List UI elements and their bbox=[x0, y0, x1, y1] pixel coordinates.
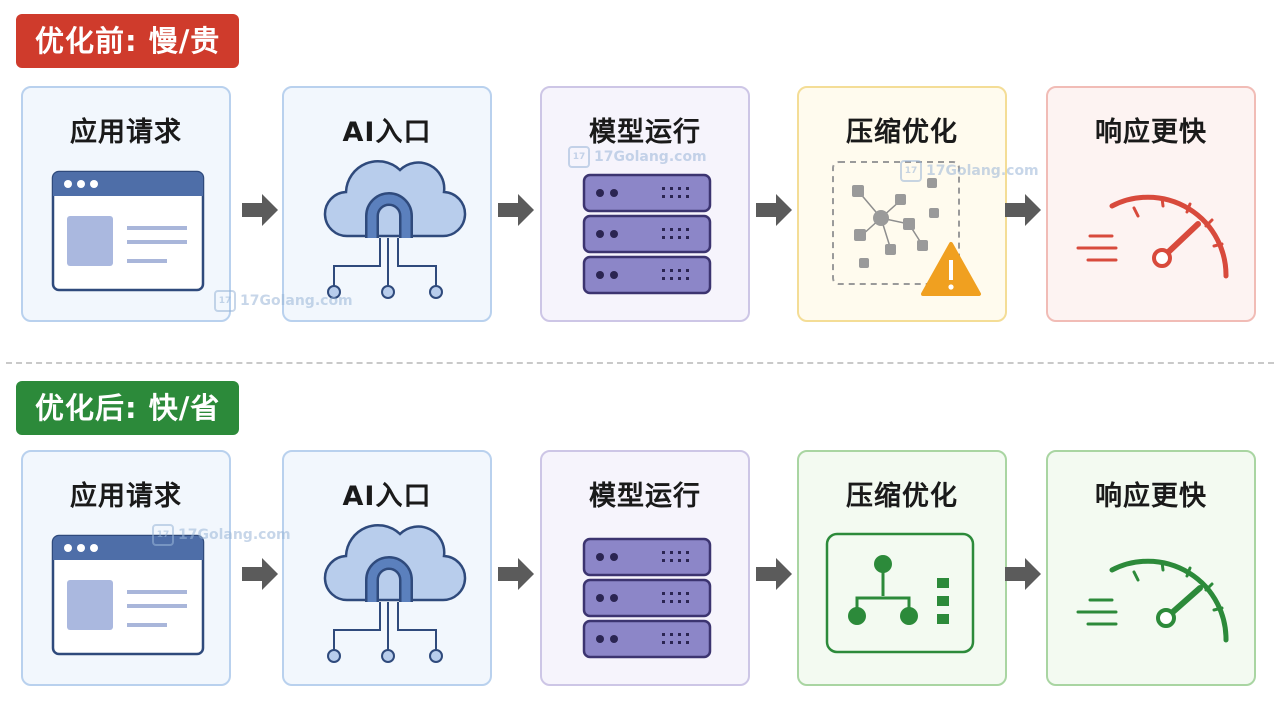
step-label: 模型运行 bbox=[589, 117, 701, 148]
step-compress-after: 压缩优化 bbox=[797, 450, 1007, 686]
scattered-nodes-warning-icon bbox=[832, 161, 981, 296]
step-label: AI入口 bbox=[342, 481, 432, 512]
step-label: 模型运行 bbox=[589, 481, 701, 512]
arrow-right-icon bbox=[242, 558, 278, 590]
server-stack-icon bbox=[582, 537, 712, 659]
step-label: 响应更快 bbox=[1095, 117, 1207, 148]
step-app-request-after: 应用请求 bbox=[21, 450, 231, 686]
step-label: 应用请求 bbox=[70, 117, 182, 148]
arrow-right-icon bbox=[498, 558, 534, 590]
server-stack-icon bbox=[582, 173, 712, 295]
arrow-right-icon bbox=[756, 558, 792, 590]
browser-window-icon bbox=[51, 170, 205, 292]
step-app-request-before: 应用请求 bbox=[21, 86, 231, 322]
step-label: AI入口 bbox=[342, 117, 432, 148]
browser-window-icon bbox=[51, 534, 205, 656]
arrow-right-icon bbox=[242, 194, 278, 226]
step-label: 响应更快 bbox=[1095, 481, 1207, 512]
cloud-gateway-icon bbox=[323, 523, 467, 663]
before-badge: 优化前: 慢/贵 bbox=[16, 14, 239, 68]
tree-structure-icon bbox=[825, 532, 975, 654]
step-model-run-before: 模型运行 bbox=[540, 86, 750, 322]
cloud-gateway-icon bbox=[323, 159, 467, 299]
after-badge: 优化后: 快/省 bbox=[16, 381, 239, 435]
step-label: 应用请求 bbox=[70, 481, 182, 512]
step-label: 压缩优化 bbox=[846, 481, 958, 512]
speedometer-icon bbox=[1076, 194, 1229, 279]
arrow-right-icon bbox=[1005, 194, 1041, 226]
step-model-run-after: 模型运行 bbox=[540, 450, 750, 686]
step-faster-response-before: 响应更快 bbox=[1046, 86, 1256, 322]
section-divider bbox=[6, 362, 1274, 364]
arrow-right-icon bbox=[1005, 558, 1041, 590]
step-ai-entry-before: AI入口 bbox=[282, 86, 492, 322]
arrow-right-icon bbox=[498, 194, 534, 226]
step-compress-before: 压缩优化 bbox=[797, 86, 1007, 322]
step-ai-entry-after: AI入口 bbox=[282, 450, 492, 686]
arrow-right-icon bbox=[756, 194, 792, 226]
step-faster-response-after: 响应更快 bbox=[1046, 450, 1256, 686]
step-label: 压缩优化 bbox=[846, 117, 958, 148]
speedometer-icon bbox=[1076, 558, 1229, 643]
